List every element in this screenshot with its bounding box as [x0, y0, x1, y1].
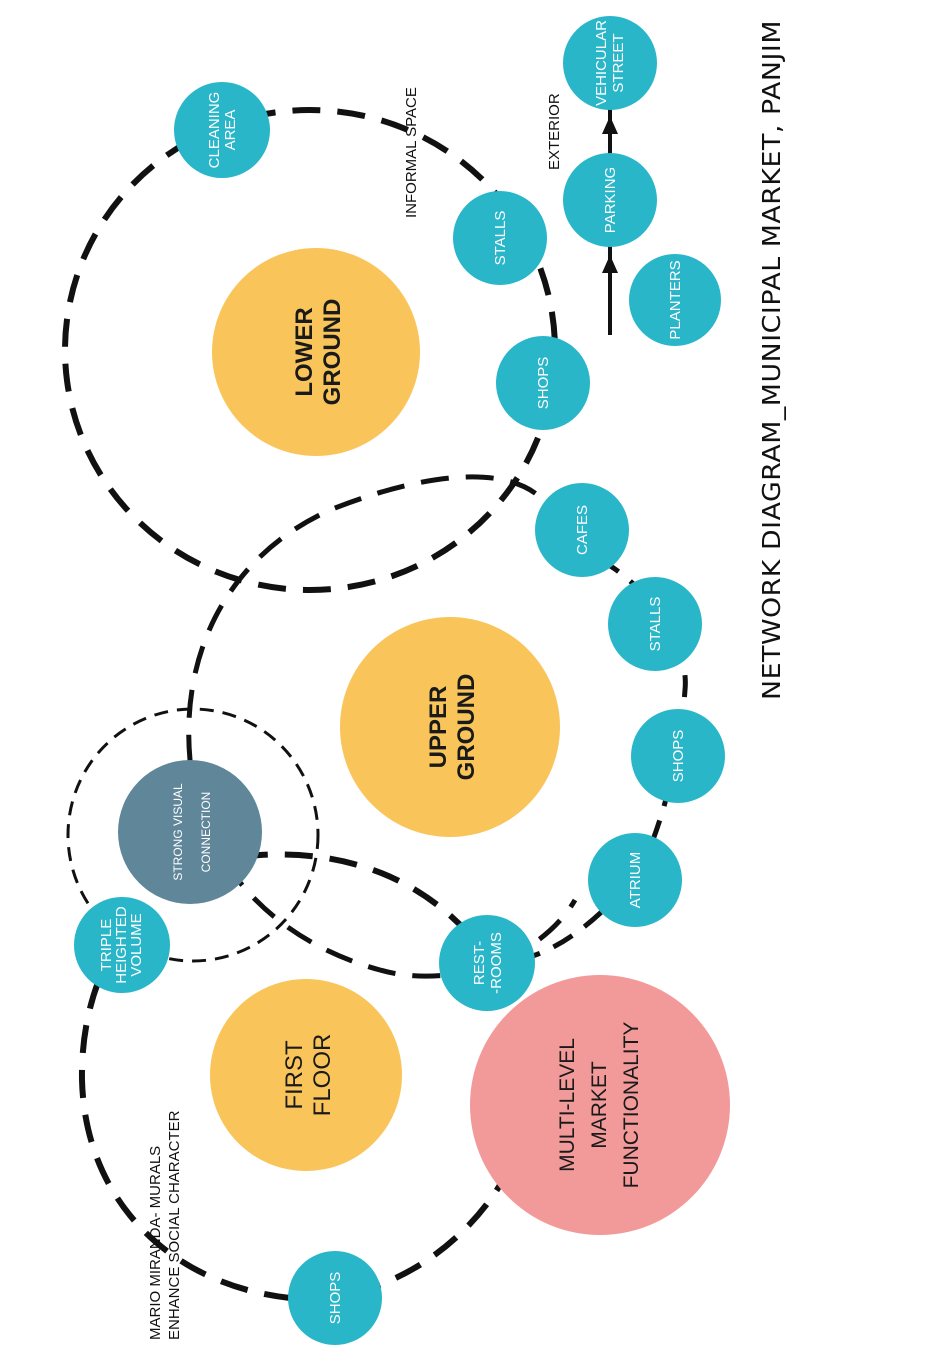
- node-shops-first: SHOPS: [288, 1251, 382, 1345]
- arrow-up-icon: [602, 255, 618, 273]
- atrium-label: ATRIUM: [627, 852, 644, 908]
- stalls-lower-label: STALLS: [492, 211, 509, 266]
- node-cafes: CAFES: [535, 483, 629, 577]
- node-atrium: ATRIUM: [588, 833, 682, 927]
- cafes-node: [535, 483, 629, 577]
- level-lower-ground: LOWER GROUND: [212, 248, 420, 456]
- cleaning-area-label: AREA: [222, 110, 239, 151]
- multi-level-market: MULTI-LEVEL MARKET FUNCTIONALITY: [470, 975, 730, 1235]
- lower-ground-circle: [212, 248, 420, 456]
- node-vehicular-street: VEHICULAR STREET: [563, 16, 657, 110]
- node-triple-heighted-volume: TRIPLE HEIGHTED VOLUME: [74, 897, 170, 993]
- diagram-title: NETWORK DIAGRAM_MUNICIPAL MARKET, PANJIM: [757, 20, 786, 700]
- upper-ground-label: UPPER: [425, 686, 452, 769]
- planters-label: PLANTERS: [667, 260, 684, 339]
- cleaning-area-label: CLEANING: [206, 92, 223, 169]
- murals-note: MARIO MIRANDA- MURALS: [147, 1146, 164, 1340]
- triple-heighted-node: [74, 897, 170, 993]
- parking-label: PARKING: [602, 167, 619, 233]
- restrooms-node: [439, 915, 535, 1011]
- informal-space-note: INFORMAL SPACE: [403, 87, 420, 218]
- level-first-floor: FIRST FLOOR: [210, 979, 402, 1171]
- multi-level-label: FUNCTIONALITY: [620, 1022, 643, 1189]
- murals-note: ENHANCE SOCIAL CHARACTER: [166, 1110, 183, 1340]
- vehicular-street-label: STREET: [610, 33, 627, 92]
- triple-heighted-label: VOLUME: [128, 913, 145, 976]
- vehicular-street-node: [563, 16, 657, 110]
- strong-visual-circle: [118, 760, 262, 904]
- cleaning-area-node: [174, 82, 270, 178]
- level-upper-ground: UPPER GROUND: [340, 617, 560, 837]
- strong-visual-connection: STRONG VISUAL CONNECTION: [118, 760, 262, 904]
- triple-heighted-label: HEIGHTED: [113, 906, 130, 984]
- first-floor-label: FLOOR: [309, 1034, 336, 1117]
- upper-ground-circle: [340, 617, 560, 837]
- shops-first-node: [288, 1251, 382, 1345]
- shops-upper-node: [631, 709, 725, 803]
- multi-level-circle: [470, 975, 730, 1235]
- stalls-upper-label: STALLS: [647, 597, 664, 652]
- stalls-lower-node: [453, 191, 547, 285]
- arrow-up-icon: [602, 116, 618, 134]
- exterior-note: EXTERIOR: [546, 93, 563, 170]
- triple-heighted-label: TRIPLE: [98, 919, 115, 972]
- shops-lower-node: [496, 336, 590, 430]
- node-stalls-lower: STALLS: [453, 191, 547, 285]
- node-planters: PLANTERS: [629, 254, 721, 346]
- planters-node: [629, 254, 721, 346]
- lower-ground-label: GROUND: [319, 299, 346, 406]
- visual-connection-zone: [66, 707, 320, 963]
- upper-ground-label: GROUND: [453, 674, 480, 781]
- first-floor-label: FIRST: [281, 1040, 308, 1110]
- parking-node: [563, 153, 657, 247]
- shops-first-label: SHOPS: [327, 1272, 344, 1325]
- strong-visual-label: STRONG VISUAL: [171, 783, 185, 881]
- upper-ground-zone: [186, 474, 578, 979]
- restrooms-label: -ROOMS: [488, 932, 505, 994]
- node-shops-upper: SHOPS: [631, 709, 725, 803]
- multi-level-label: MARKET: [588, 1061, 611, 1149]
- first-floor-circle: [210, 979, 402, 1171]
- restrooms-label: REST-: [471, 941, 488, 985]
- node-parking: PARKING: [563, 153, 657, 247]
- node-cleaning-area: CLEANING AREA: [174, 82, 270, 178]
- strong-visual-label: CONNECTION: [199, 792, 213, 873]
- atrium-node: [588, 833, 682, 927]
- cafes-label: CAFES: [574, 505, 591, 555]
- stalls-upper-node: [608, 577, 702, 671]
- node-stalls-upper: STALLS: [608, 577, 702, 671]
- shops-lower-label: SHOPS: [535, 357, 552, 410]
- vehicular-street-label: VEHICULAR: [593, 20, 610, 106]
- node-shops-lower: SHOPS: [496, 336, 590, 430]
- multi-level-label: MULTI-LEVEL: [556, 1038, 579, 1172]
- node-restrooms: REST- -ROOMS: [439, 915, 535, 1011]
- lower-ground-label: LOWER: [291, 307, 318, 396]
- shops-upper-label: SHOPS: [670, 730, 687, 783]
